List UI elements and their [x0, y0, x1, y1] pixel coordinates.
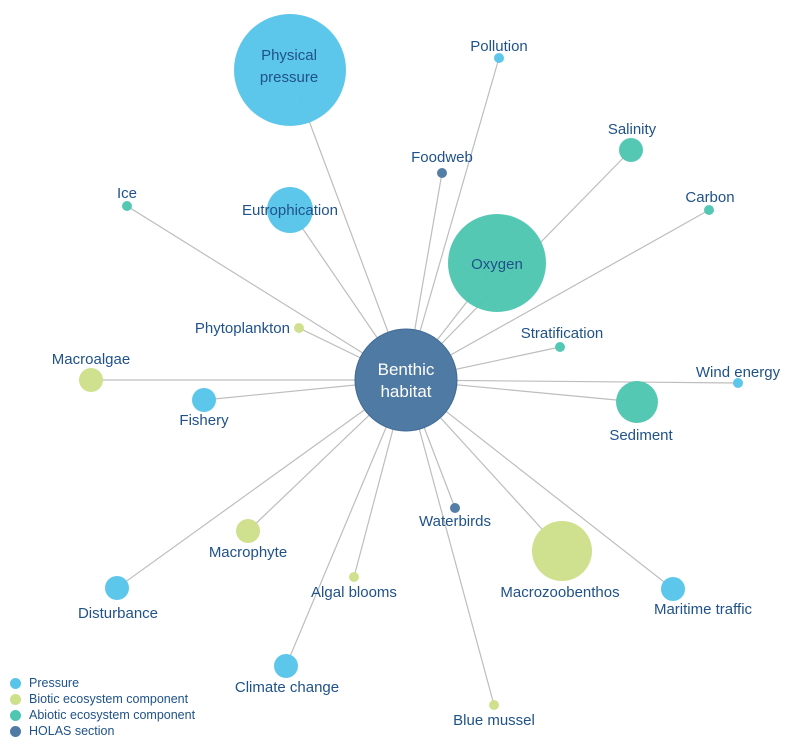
node-salinity[interactable]: Salinity	[608, 121, 657, 162]
node-circle-phytoplankton[interactable]	[294, 323, 304, 333]
node-label-disturbance: Disturbance	[78, 605, 158, 622]
node-label-pollution: Pollution	[470, 38, 528, 55]
node-label-stratification: Stratification	[521, 325, 604, 342]
node-pollution[interactable]: Pollution	[470, 38, 528, 63]
node-circle-waterbirds[interactable]	[450, 503, 460, 513]
node-label-wind-energy: Wind energy	[696, 364, 781, 381]
legend: Pressure Biotic ecosystem component Abio…	[10, 675, 195, 739]
node-circle-climate-change[interactable]	[274, 654, 298, 678]
edge-climate-change	[285, 379, 407, 667]
node-carbon[interactable]: Carbon	[685, 189, 735, 215]
node-label-waterbirds: Waterbirds	[419, 513, 491, 530]
node-circle-foodweb[interactable]	[437, 168, 447, 178]
node-label-line: pressure	[260, 69, 318, 86]
node-physical-pressure[interactable]: Physical pressure	[234, 14, 346, 126]
node-label-physical-pressure: Physical pressure	[260, 47, 318, 86]
node-label-eutrophication: Eutrophication	[242, 202, 338, 219]
node-circle-disturbance[interactable]	[105, 576, 129, 600]
legend-label-abiotic: Abiotic ecosystem component	[29, 708, 196, 722]
center-node-benthic-habitat[interactable]	[354, 328, 458, 432]
node-label-macrophyte: Macrophyte	[209, 544, 287, 561]
node-label-maritime-traffic: Maritime traffic	[654, 601, 753, 618]
legend-item-pressure: Pressure	[10, 675, 195, 691]
node-wind-energy[interactable]: Wind energy	[696, 364, 781, 388]
node-circle-wind-energy[interactable]	[733, 378, 743, 388]
legend-label-pressure: Pressure	[29, 676, 80, 690]
node-circle-macrozoobenthos[interactable]	[532, 521, 592, 581]
node-label-sediment: Sediment	[609, 427, 673, 444]
edge-wind-energy	[405, 379, 739, 384]
node-macroalgae[interactable]: Macroalgae	[52, 351, 130, 392]
node-circle-macroalgae[interactable]	[79, 368, 103, 392]
node-circle-stratification[interactable]	[555, 342, 565, 352]
node-label-algal-blooms: Algal blooms	[311, 584, 397, 601]
node-label-phytoplankton: Phytoplankton	[195, 320, 290, 337]
node-circle-macrophyte[interactable]	[236, 519, 260, 543]
legend-item-abiotic: Abiotic ecosystem component	[10, 707, 195, 723]
node-label-carbon: Carbon	[685, 189, 734, 206]
center-node-label-line: Benthic	[378, 360, 435, 379]
node-algal-blooms[interactable]: Algal blooms	[311, 572, 397, 601]
node-macrophyte[interactable]: Macrophyte	[209, 519, 287, 561]
legend-item-holas: HOLAS section	[10, 723, 195, 739]
edge-disturbance	[116, 379, 407, 589]
node-circle-fishery[interactable]	[192, 388, 216, 412]
legend-marker-holas	[10, 725, 21, 737]
node-circle-ice[interactable]	[122, 201, 132, 211]
node-maritime-traffic[interactable]: Maritime traffic	[654, 577, 753, 618]
node-circle-eutrophication[interactable]	[267, 187, 313, 233]
edge-pollution	[405, 57, 500, 381]
legend-marker-pressure	[10, 677, 21, 689]
node-foodweb[interactable]: Foodweb	[411, 149, 473, 178]
node-oxygen[interactable]: Oxygen	[448, 214, 546, 312]
node-label-fishery: Fishery	[179, 412, 229, 429]
node-phytoplankton[interactable]: Phytoplankton	[195, 320, 304, 337]
edge-carbon	[405, 209, 710, 381]
node-fishery[interactable]: Fishery	[179, 388, 229, 429]
node-circle-physical-pressure[interactable]	[234, 14, 346, 126]
node-circle-carbon[interactable]	[704, 205, 714, 215]
node-circle-pollution[interactable]	[494, 53, 504, 63]
node-circle-blue-mussel[interactable]	[489, 700, 499, 710]
node-circle-salinity[interactable]	[619, 138, 643, 162]
node-label-blue-mussel: Blue mussel	[453, 712, 535, 729]
node-eutrophication[interactable]: Eutrophication	[242, 187, 338, 233]
node-circle-maritime-traffic[interactable]	[661, 577, 685, 601]
center-node-label-line: habitat	[380, 382, 431, 401]
edge-blue-mussel	[405, 379, 495, 706]
edges	[91, 57, 739, 706]
legend-item-biotic: Biotic ecosystem component	[10, 691, 195, 707]
node-label-oxygen: Oxygen	[471, 256, 523, 273]
node-label-line: Physical	[261, 47, 317, 64]
node-label-ice: Ice	[117, 185, 137, 202]
legend-marker-abiotic	[10, 709, 21, 721]
legend-label-biotic: Biotic ecosystem component	[29, 692, 189, 706]
node-circle-sediment[interactable]	[616, 381, 658, 423]
node-label-salinity: Salinity	[608, 121, 657, 138]
node-label-climate-change: Climate change	[235, 679, 339, 696]
node-label-foodweb: Foodweb	[411, 149, 473, 166]
node-label-macroalgae: Macroalgae	[52, 351, 130, 368]
node-sediment[interactable]: Sediment	[609, 381, 674, 444]
legend-label-holas: HOLAS section	[29, 724, 115, 738]
legend-marker-biotic	[10, 693, 21, 705]
node-macrozoobenthos[interactable]: Macrozoobenthos	[500, 521, 620, 601]
node-stratification[interactable]: Stratification	[521, 325, 604, 352]
node-circle-oxygen[interactable]	[448, 214, 546, 312]
node-circle-algal-blooms[interactable]	[349, 572, 359, 582]
edge-maritime-traffic	[405, 379, 674, 590]
node-ice[interactable]: Ice	[117, 185, 137, 211]
edge-ice	[126, 205, 407, 381]
center-node-group: Benthic habitat	[354, 328, 458, 432]
center-node-label: Benthic habitat	[378, 360, 435, 401]
node-label-macrozoobenthos: Macrozoobenthos	[500, 584, 619, 601]
node-climate-change[interactable]: Climate change	[235, 654, 339, 696]
node-disturbance[interactable]: Disturbance	[78, 576, 158, 622]
node-waterbirds[interactable]: Waterbirds	[419, 503, 491, 530]
node-blue-mussel[interactable]: Blue mussel	[453, 700, 535, 729]
